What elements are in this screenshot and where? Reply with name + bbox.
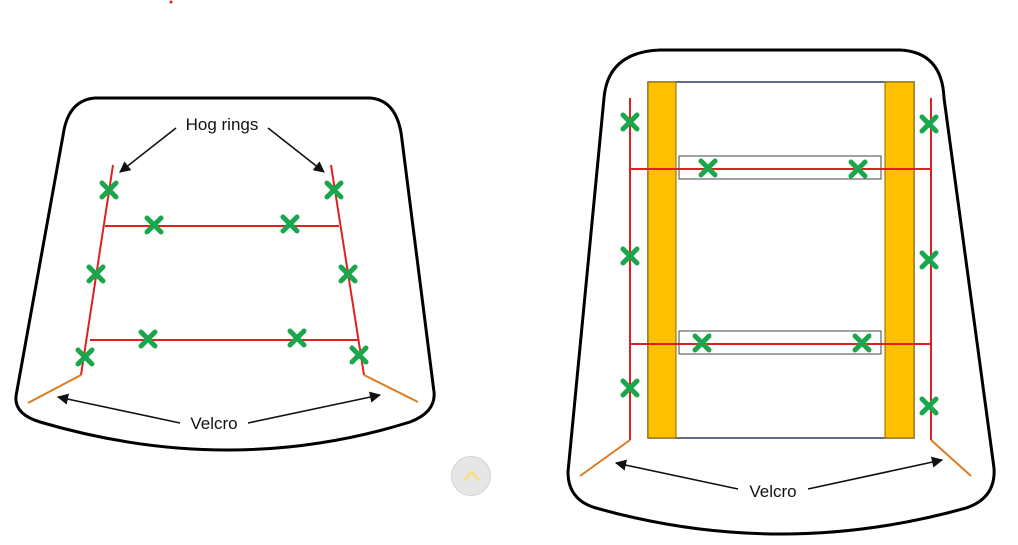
left-callout-arrows (56, 127, 382, 424)
upper-channel-box (678, 155, 882, 180)
right-velcro-label: Velcro (749, 482, 796, 501)
chevron-up-icon (461, 469, 481, 489)
right-wire-frame (629, 98, 932, 440)
left-frame-bar (647, 81, 677, 439)
left-velcro-strips (27, 374, 419, 404)
right-frame-panel (647, 81, 915, 439)
stray-dot (169, 0, 173, 4)
lower-channel-box (678, 330, 882, 355)
right-frame-bar (884, 81, 915, 439)
right-callout-arrows (614, 456, 944, 490)
left-seat-diagram: Hog rings Velcro (14, 96, 436, 452)
hog-rings-label: Hog rings (186, 115, 259, 134)
right-velcro-strips (579, 439, 972, 477)
scroll-up-button[interactable] (451, 456, 491, 496)
left-velcro-label: Velcro (190, 414, 237, 433)
right-seat-diagram: Velcro (566, 48, 996, 536)
